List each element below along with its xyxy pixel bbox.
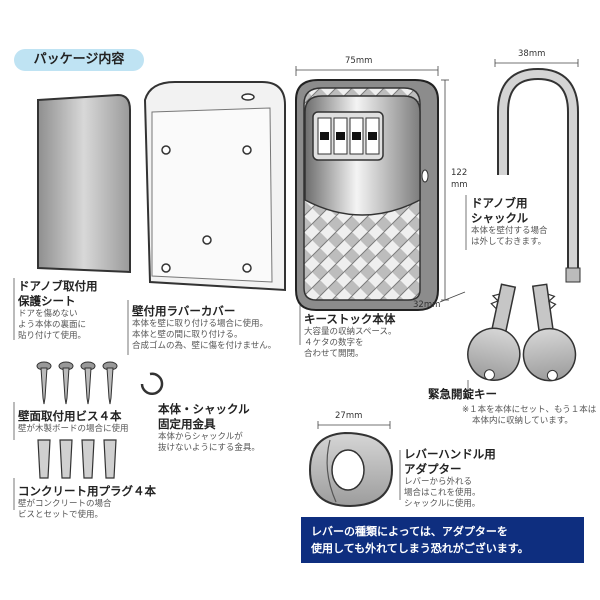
concrete-plugs-desc-1: 壁がコンクリートの場合 [18,499,112,509]
concrete-plugs-caption: コンクリート用プラグ４本 壁がコンクリートの場合 ビスとセットで使用。 [18,484,156,521]
rubber-cover-illustration [143,81,286,292]
emergency-key-desc-1: ※１本を本体にセット、もう１本は [462,405,597,415]
concrete-plugs-desc-2: ビスとセットで使用。 [18,510,104,520]
concrete-plugs-title: コンクリート用プラグ４本 [18,484,156,498]
keystock-body-desc-2: ４ケタの数字を [304,338,364,348]
wall-screws-desc: 壁が木製ボードの場合に使用 [18,424,129,434]
warning-line-1: レバーの種類によっては、アダプターを [311,525,508,538]
lever-adapter-title-2: アダプター [404,462,462,476]
depth-dimension: 32mm [413,300,441,310]
retaining-clip-caption: 本体・シャックル 固定用金具 本体からシャックルが 抜けないようにする金具。 [158,402,260,454]
wall-screws-title: 壁面取付用ビス４本 [18,409,122,423]
rubber-cover-caption: 壁付用ラバーカバー 本体を壁に取り付ける場合に使用。 本体と壁の間に取り付ける。… [132,304,276,352]
retaining-clip-illustration [140,372,164,396]
keystock-body-caption: キーストック本体 大容量の収納スペース。 ４ケタの数字を 合わせて開閉。 [304,312,396,360]
height-dimension-unit: mm [451,180,468,190]
lever-adapter-desc-1: レバーから外れる [404,477,473,487]
shackle-caption: ドアノブ用 シャックル 本体を壁付する場合 は外しておきます。 [471,196,548,248]
shackle-title-1: ドアノブ用 [471,196,528,210]
concrete-plugs-illustration [37,439,117,479]
lever-adapter-caption: レバーハンドル用 アダプター レバーから外れる 場合はこれを使用。 シャックルに… [404,447,496,510]
dimension-lines [295,59,579,429]
protective-sheet-desc-1: ドアを傷めない [18,309,78,319]
keystock-body-title: キーストック本体 [304,312,396,326]
wall-screws-illustration [36,361,118,405]
shackle-desc-2: は外しておきます。 [471,237,547,247]
wall-screws-caption: 壁面取付用ビス４本 壁が木製ボードの場合に使用 [18,409,129,435]
keystock-body-desc-1: 大容量の収納スペース。 [304,327,397,337]
lever-adapter-title-1: レバーハンドル用 [404,447,496,461]
warning-line-2: 使用しても外れてしまう恐れがございます。 [311,542,529,555]
retaining-clip-desc-2: 抜けないようにする金具。 [158,443,260,453]
lever-adapter-desc-2: 場合はこれを使用。 [404,488,481,498]
emergency-keys-illustration [467,283,577,382]
warning-box: レバーの種類によっては、アダプターを 使用しても外れてしまう恐れがございます。 [301,517,584,563]
emergency-key-caption: 緊急開錠キー [428,387,497,402]
emergency-key-title: 緊急開錠キー [428,387,497,401]
retaining-clip-desc-1: 本体からシャックルが [158,432,243,442]
emergency-key-desc-2: 本体内に収納しています。 [472,416,573,426]
shackle-desc-1: 本体を壁付する場合 [471,226,548,236]
lever-adapter-illustration [308,431,394,508]
protective-sheet-desc-3: 貼り付けて使用。 [18,331,87,341]
adapter-width-dimension: 27mm [335,411,363,421]
shackle-illustration [497,67,581,283]
protective-sheet-desc-2: よう本体の裏面に [18,320,87,330]
keystock-body-illustration [295,79,439,311]
rubber-cover-title: 壁付用ラバーカバー [132,304,236,318]
protective-sheet-title-1: ドアノブ取付用 [18,279,98,293]
rubber-cover-desc-1: 本体を壁に取り付ける場合に使用。 [132,319,269,329]
package-contents-badge: パッケージ内容 [14,49,144,71]
emergency-key-note: ※１本を本体にセット、もう１本は 本体内に収納しています。 [462,405,596,427]
height-dimension-number: 122 [451,168,468,178]
rubber-cover-desc-3: 合成ゴムの為、壁に傷を付けません。 [132,341,277,351]
shackle-width-dimension: 38mm [518,49,546,59]
shackle-title-2: シャックル [471,211,529,225]
rubber-cover-desc-2: 本体と壁の間に取り付ける。 [132,330,243,340]
retaining-clip-title-2: 固定用金具 [158,417,216,431]
lever-adapter-desc-3: シャックルに使用。 [404,499,481,509]
retaining-clip-title-1: 本体・シャックル [158,402,250,416]
protective-sheet-caption: ドアノブ取付用 保護シート ドアを傷めない よう本体の裏面に 貼り付けて使用。 [18,279,97,342]
leader-lines [13,195,469,510]
keystock-body-desc-3: 合わせて開閉。 [304,349,364,359]
protective-sheet-title-2: 保護シート [18,294,76,308]
protective-sheet-illustration [37,93,131,274]
width-dimension: 75mm [345,56,373,66]
